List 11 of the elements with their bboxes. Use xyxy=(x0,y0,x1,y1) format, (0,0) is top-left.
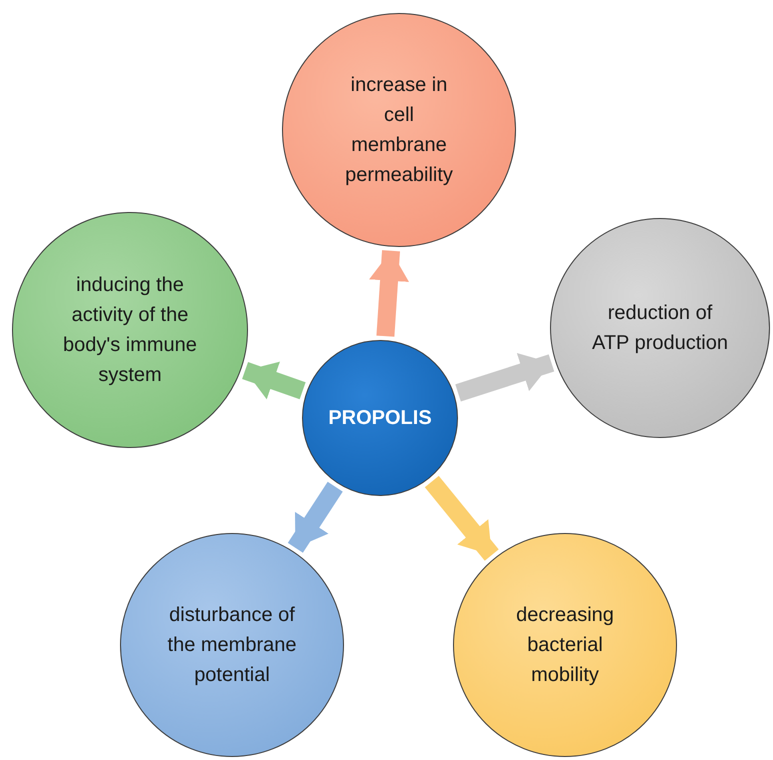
block-arrow xyxy=(424,476,499,561)
block-arrow xyxy=(288,482,343,553)
effect-label: decreasing bacterial mobility xyxy=(515,603,615,688)
center-label: PROPOLIS xyxy=(327,406,433,431)
block-arrow xyxy=(242,362,306,400)
effect-label: reduction of ATP production xyxy=(590,301,729,356)
block-arrow xyxy=(455,353,554,402)
effect-label: increase in cell membrane permeability xyxy=(344,73,454,188)
block-arrow xyxy=(369,250,410,337)
effect-label: inducing the activity of the body's immune system xyxy=(62,273,198,388)
effect-label: disturbance of the membrane potential xyxy=(166,603,298,688)
